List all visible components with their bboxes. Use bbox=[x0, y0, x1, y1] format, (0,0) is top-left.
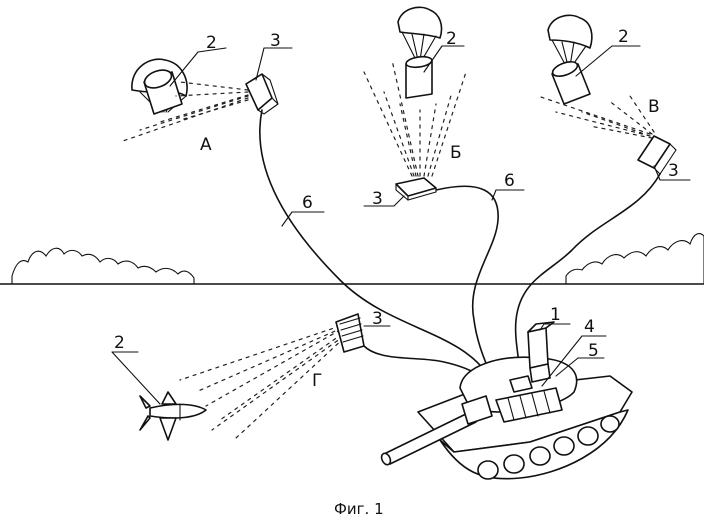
callout-4: 4 bbox=[584, 317, 595, 337]
callout-6-right: 6 bbox=[504, 171, 515, 191]
parachute-icon bbox=[398, 7, 442, 98]
callout-3-g: 3 bbox=[372, 309, 383, 329]
parachute-icon bbox=[132, 59, 187, 114]
sensor-icon bbox=[246, 74, 278, 114]
callout-5: 5 bbox=[588, 341, 599, 361]
scene-label-v: В bbox=[648, 97, 660, 117]
callout-3-b: 3 bbox=[372, 189, 383, 209]
scene-a bbox=[120, 59, 278, 142]
parachute-icon bbox=[548, 15, 592, 104]
callout-1: 1 bbox=[550, 305, 561, 325]
sensor-icon bbox=[336, 314, 364, 352]
callout-6-left: 6 bbox=[302, 193, 313, 213]
scene-label-b: Б bbox=[450, 143, 462, 163]
figure-caption: Фиг. 1 bbox=[334, 500, 384, 518]
sensor-icon bbox=[396, 178, 436, 200]
callout-2-v: 2 bbox=[618, 27, 629, 47]
scene-v bbox=[538, 15, 676, 174]
scene-g bbox=[140, 314, 364, 440]
treeline-left bbox=[12, 248, 194, 284]
scene-label-g: Г bbox=[312, 371, 322, 391]
scene-label-a: А bbox=[200, 135, 212, 155]
callout-2-a: 2 bbox=[206, 33, 217, 53]
callout-2-b: 2 bbox=[446, 29, 457, 49]
callout-3-v: 3 bbox=[668, 161, 679, 181]
treeline-right bbox=[566, 234, 704, 284]
callout-2-g: 2 bbox=[114, 333, 125, 353]
callout-3-a: 3 bbox=[270, 31, 281, 51]
missile-icon bbox=[140, 392, 206, 440]
